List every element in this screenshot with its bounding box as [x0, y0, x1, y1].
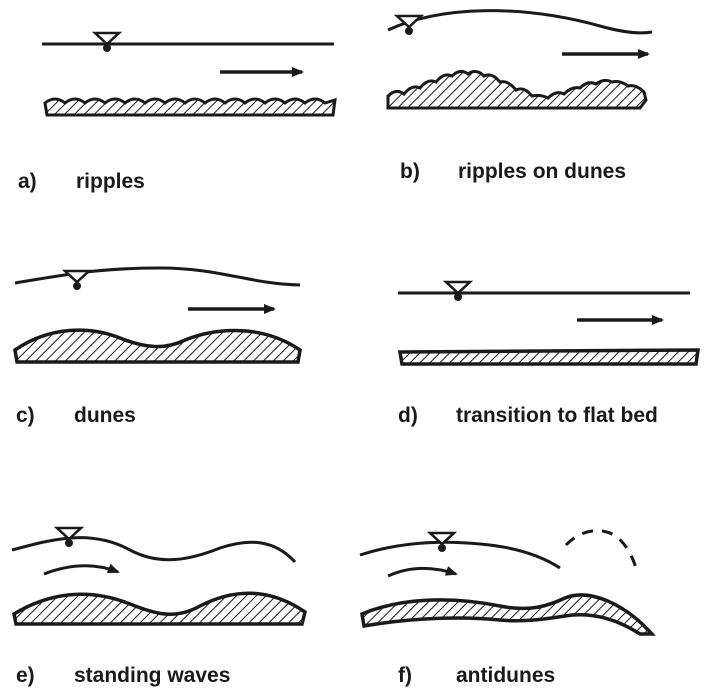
panel-key: a): [18, 170, 76, 194]
panel-standing-waves: [12, 528, 305, 624]
flow-arrow: [44, 566, 118, 574]
panel-name: antidunes: [456, 664, 555, 687]
panel-key: f): [398, 664, 456, 688]
panel-name: transition to flat bed: [456, 404, 658, 427]
water-surface: [12, 538, 295, 562]
panel-transition-to-flat-bed: [398, 282, 698, 364]
panel-name: ripples on dunes: [458, 160, 626, 183]
water-surface: [360, 542, 560, 568]
flow-arrow: [388, 568, 456, 576]
water-level-icon: [65, 271, 89, 290]
panel-key: d): [398, 404, 456, 428]
panel-name: standing waves: [74, 664, 230, 687]
riverbed: [362, 595, 652, 634]
panel-antidunes: [360, 531, 652, 634]
panel-key: b): [400, 160, 458, 184]
water-surface: [15, 268, 300, 285]
label-ripples: a)ripples: [18, 170, 145, 194]
riverbed: [400, 350, 698, 364]
panel-dunes: [15, 268, 300, 362]
panel-ripples: [42, 33, 335, 115]
panel-name: ripples: [76, 170, 145, 193]
riverbed: [388, 71, 646, 108]
riverbed: [45, 99, 335, 115]
panel-key: c): [16, 404, 74, 428]
label-dunes: c)dunes: [16, 404, 136, 428]
label-ripples-on-dunes: b)ripples on dunes: [400, 160, 626, 184]
riverbed: [14, 593, 305, 624]
panel-name: dunes: [74, 404, 136, 427]
breaking-wave-crest: [566, 531, 636, 568]
water-surface: [388, 11, 652, 33]
label-transition-to-flat-bed: d)transition to flat bed: [398, 404, 658, 428]
label-standing-waves: e)standing waves: [16, 664, 230, 688]
panel-key: e): [16, 664, 74, 688]
panel-ripples-on-dunes: [388, 11, 652, 108]
label-antidunes: f)antidunes: [398, 664, 555, 688]
riverbed: [15, 330, 300, 362]
